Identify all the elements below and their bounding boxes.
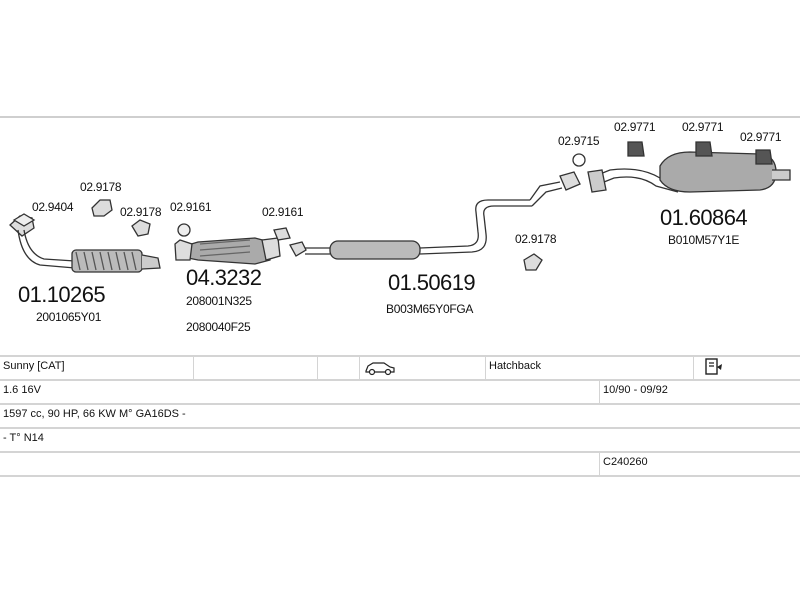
clamp-icon-02-9161-a	[177, 223, 191, 237]
empty-cell	[0, 453, 600, 475]
document-icon	[705, 358, 722, 375]
accessory-label-9: 02.9771	[682, 120, 724, 134]
top-divider	[0, 116, 800, 118]
exhaust-drawing	[9, 141, 791, 273]
part-code-4: B010M57Y1E	[668, 233, 740, 247]
hanger-icon-02-9771-b	[695, 141, 713, 157]
car-icon	[365, 362, 395, 376]
empty-cell	[194, 357, 318, 379]
catalog-code-cell: C240260	[603, 456, 648, 468]
flex-pipe-icon	[71, 249, 143, 273]
body-type-cell: Hatchback	[486, 357, 694, 379]
car-icon-cell	[360, 357, 486, 379]
part-number-4: 01.60864	[660, 205, 748, 230]
part-code-2: 208001N325	[186, 294, 252, 308]
table-row-specs: 1597 cc, 90 HP, 66 KW M° GA16DS -	[0, 405, 800, 429]
accessory-label-8: 02.9771	[614, 120, 656, 134]
model-cell: Sunny [CAT]	[0, 357, 194, 379]
accessory-label-1: 02.9404	[32, 200, 74, 214]
hanger-icon-02-9771-c	[755, 149, 773, 165]
accessory-label-6: 02.9178	[515, 232, 557, 246]
document-icon-cell	[694, 357, 800, 379]
accessory-label-4: 02.9161	[170, 200, 212, 214]
exhaust-system-diagram: 02.9404 02.9178 02.9178 02.9161 02.9161 …	[0, 120, 800, 355]
part-code-1: 2001065Y01	[36, 310, 102, 324]
part-number-2: 04.3232	[186, 265, 262, 290]
bolt-kit-icon-02-9178-b	[131, 219, 151, 237]
accessory-label-5: 02.9161	[262, 205, 304, 219]
part-code-2b: 2080040F25	[186, 320, 251, 334]
accessory-label-10: 02.9771	[740, 130, 782, 144]
gasket-icon-02-9404	[12, 213, 36, 227]
table-row-model: Sunny [CAT] Hatchback	[0, 355, 800, 381]
vehicle-info-table: Sunny [CAT] Hatchback 1.6 16V 10/90 - 09…	[0, 355, 800, 477]
part-number-1: 01.10265	[18, 282, 106, 307]
part-number-3: 01.50619	[388, 270, 476, 295]
ring-icon-02-9715	[572, 153, 586, 167]
table-row-catalog: C240260	[0, 453, 800, 477]
empty-cell	[318, 357, 360, 379]
accessory-label-7: 02.9715	[558, 134, 600, 148]
specs-cell: 1597 cc, 90 HP, 66 KW M° GA16DS -	[3, 408, 186, 420]
hanger-icon-02-9771-a	[627, 141, 645, 157]
downpipe-pipe	[17, 229, 76, 269]
clamp-icon-02-9161-b	[273, 227, 291, 241]
table-row-engine: 1.6 16V 10/90 - 09/92	[0, 381, 800, 405]
accessory-label-3: 02.9178	[120, 205, 162, 219]
bolt-kit-icon-02-9178-c	[523, 253, 543, 271]
accessory-label-2: 02.9178	[80, 180, 122, 194]
center-silencer-icon	[329, 240, 421, 260]
part-code-3: B003M65Y0FGA	[386, 302, 474, 316]
table-row-chassis: - T° N14	[0, 429, 800, 453]
chassis-cell: - T° N14	[3, 432, 44, 444]
bolt-kit-icon-02-9178-a	[91, 199, 113, 217]
center-pipe-flange-icon	[289, 241, 307, 257]
years-cell: 10/90 - 09/92	[603, 384, 668, 396]
rear-flange-icon	[559, 171, 581, 191]
engine-cell: 1.6 16V	[0, 381, 600, 403]
rear-pipe-clamp-icon	[587, 169, 607, 193]
